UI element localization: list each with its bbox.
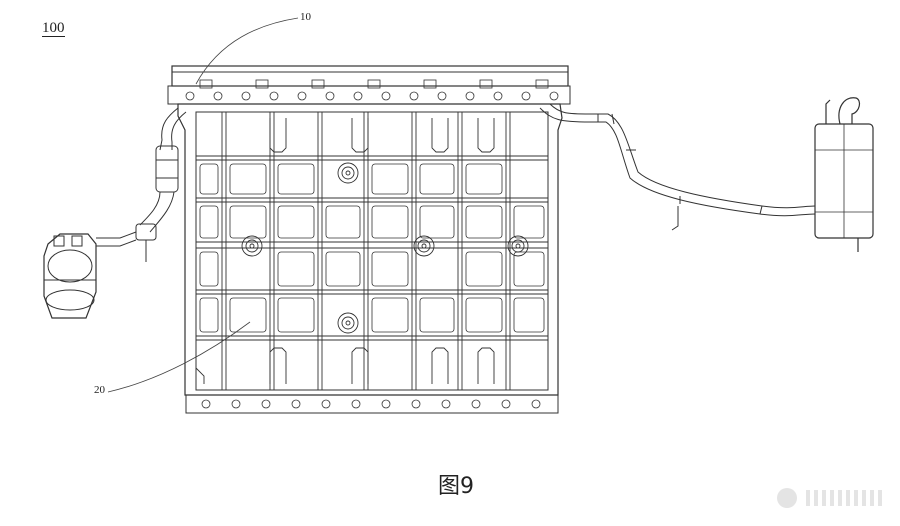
assembly-reference-label: 100 (42, 20, 65, 37)
right-exhaust-pipe (539, 103, 816, 231)
figure-caption: 图9 (438, 474, 474, 499)
tray-mount-bosses (241, 162, 529, 334)
muffler (814, 97, 874, 252)
left-exhaust-assembly (43, 107, 187, 319)
top-beam-reference-label: 10 (300, 11, 311, 23)
tray-reference-label: 20 (94, 384, 105, 396)
top-beam (167, 65, 571, 105)
leader-lines (107, 17, 299, 393)
battery-tray (177, 103, 563, 414)
